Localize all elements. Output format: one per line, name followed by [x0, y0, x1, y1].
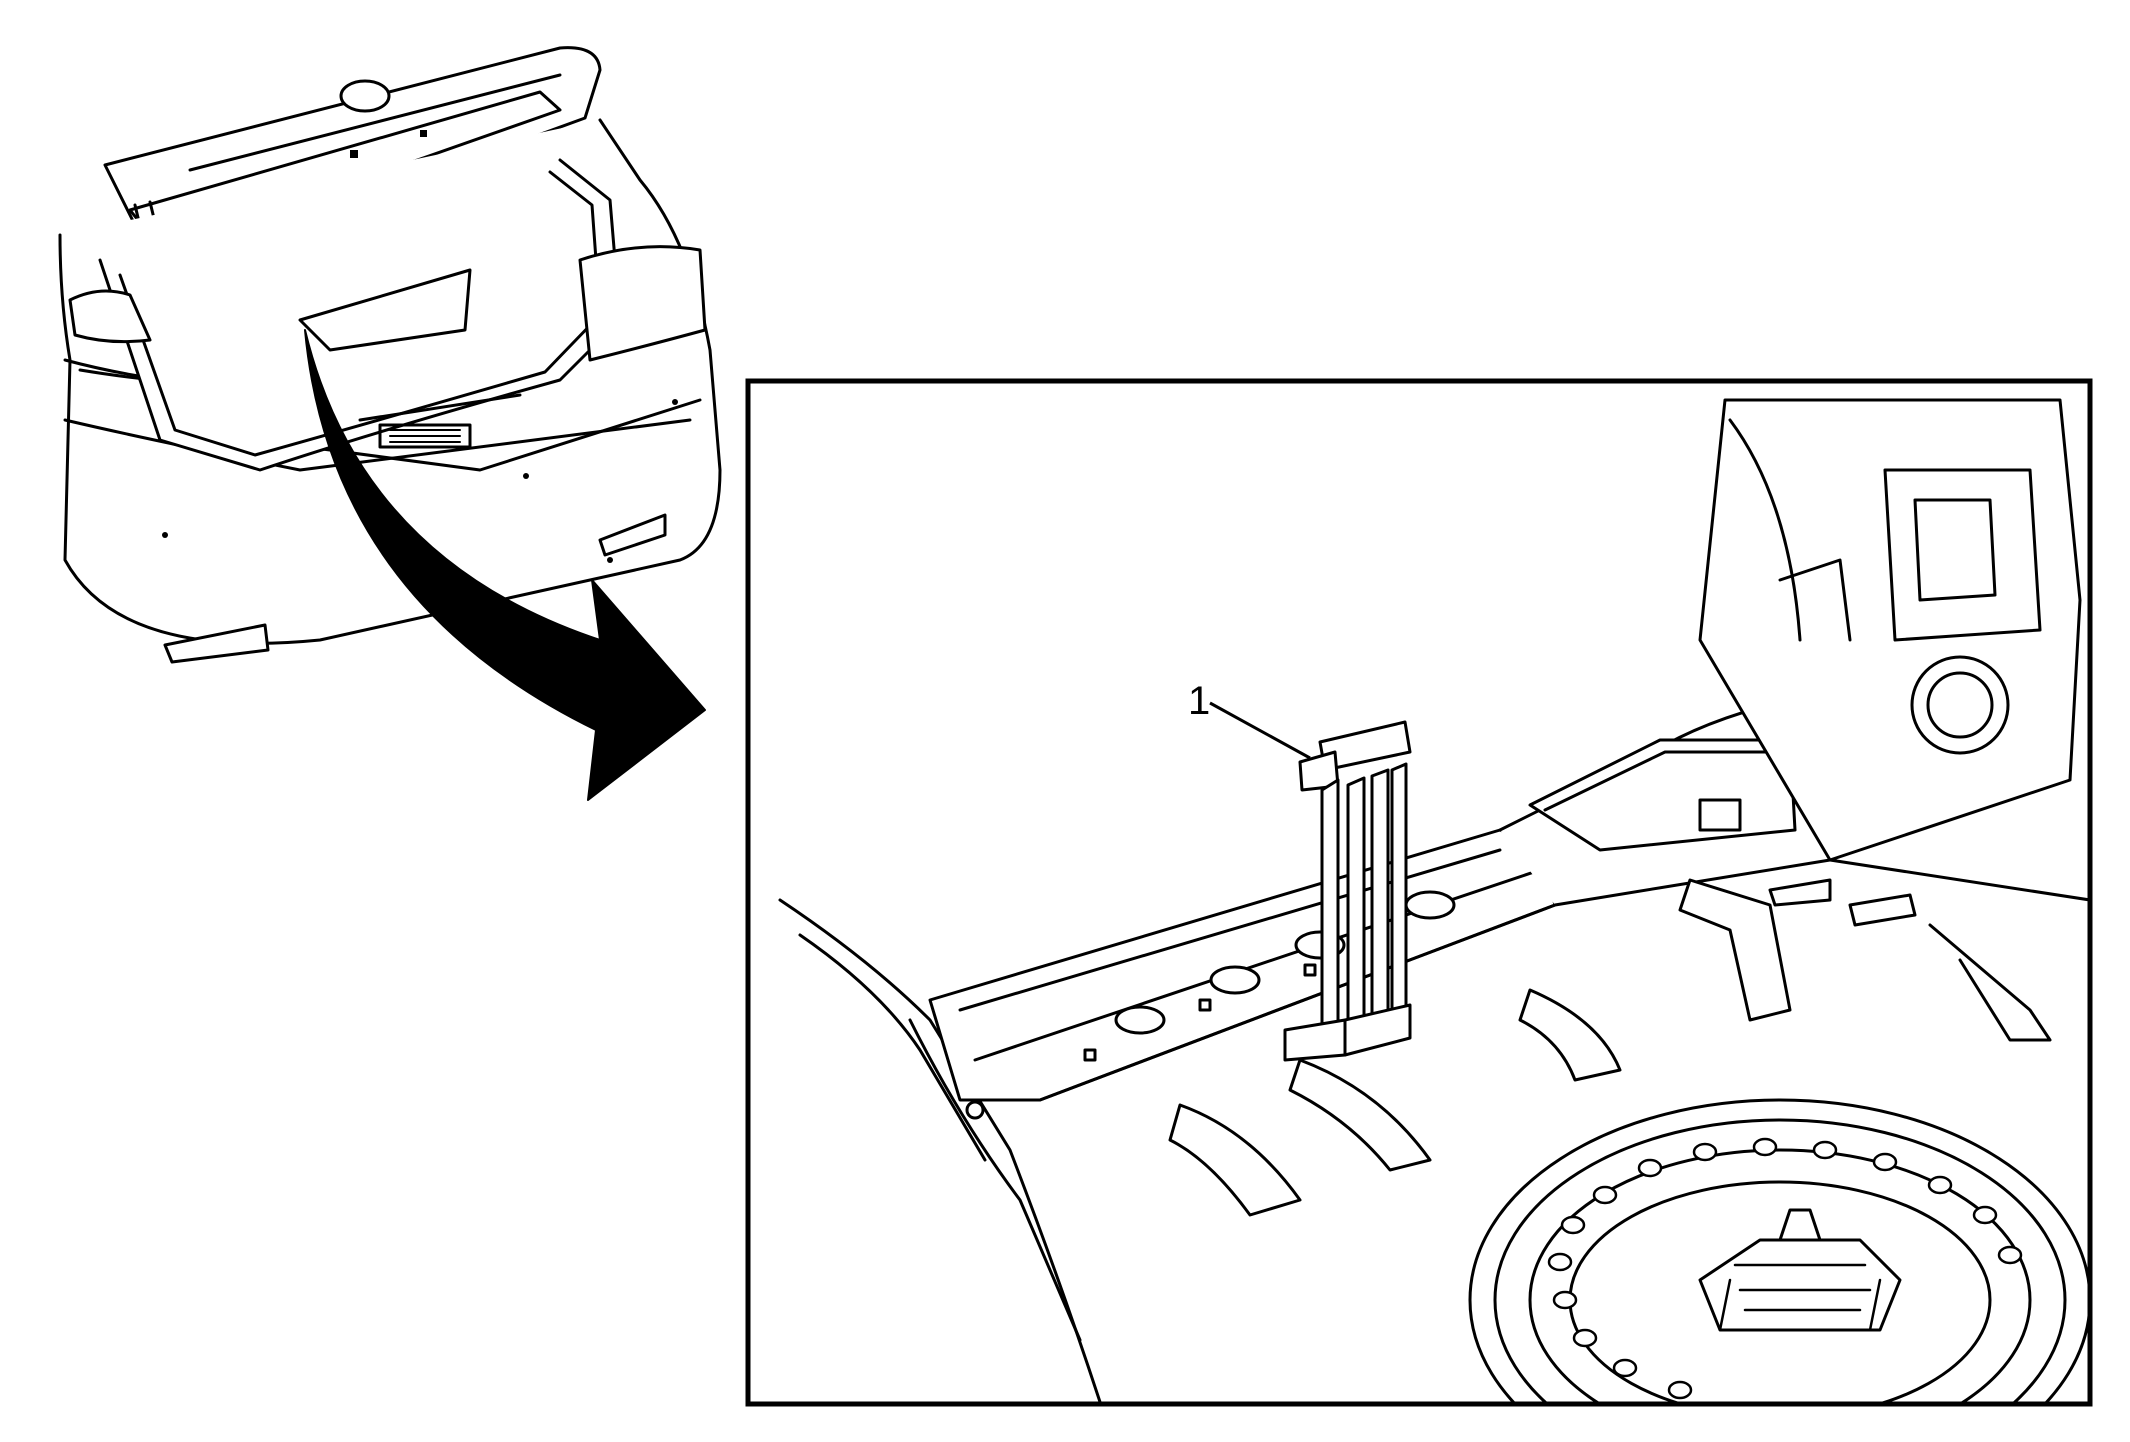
tail-lamp-opening: [1913, 498, 1997, 602]
tail-lamp-right: [578, 245, 707, 362]
rear-reflector-left: [163, 623, 270, 664]
rear-reflector-right: [598, 513, 667, 557]
detail-pointer-arrow: [304, 329, 706, 801]
floor-rib: [1678, 878, 1792, 1022]
component-1-bracket: [1283, 720, 1412, 1062]
rear-cross-member: [928, 828, 1557, 1102]
lid-emblem: [339, 79, 391, 113]
spare-wheel-hub: [1698, 1208, 1902, 1332]
vehicle-rear-overview: [58, 46, 722, 664]
speaker-opening: [1910, 655, 2010, 755]
callout-label-1: 1: [1188, 679, 1210, 723]
detail-view-frame: [745, 378, 2093, 1407]
callout-leader-1: [1209, 701, 1311, 760]
wheel-lug-holes: [1547, 1137, 2023, 1400]
